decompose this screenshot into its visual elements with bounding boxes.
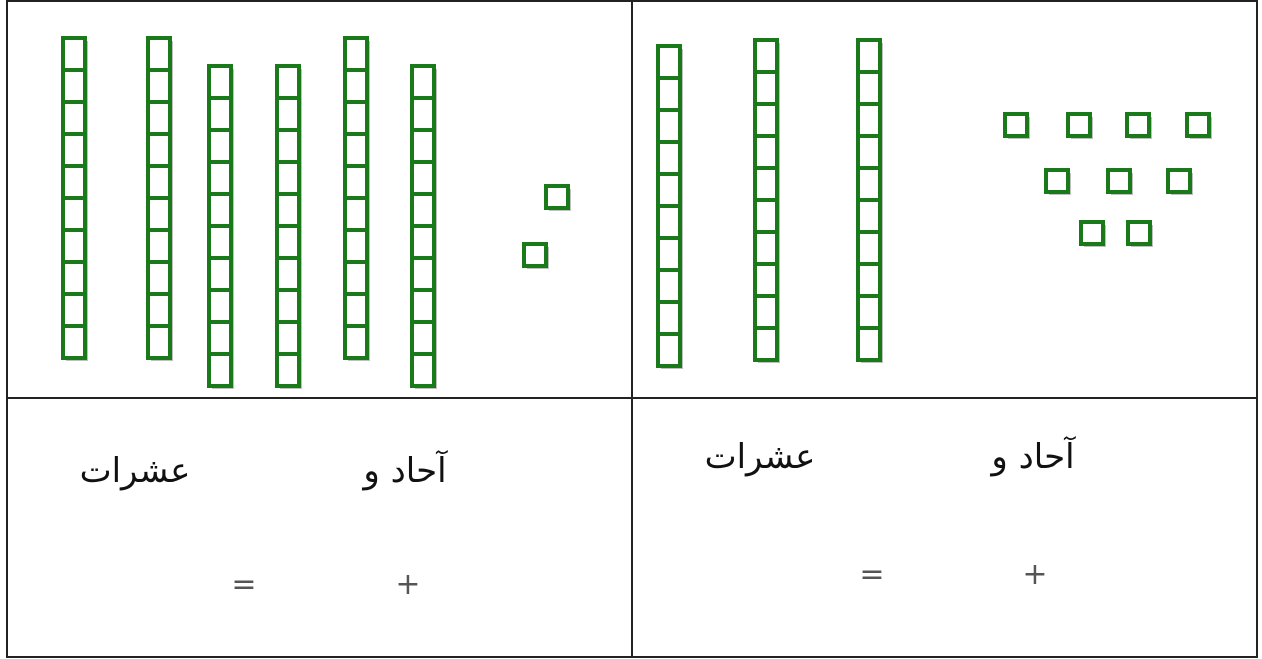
right-tens-label: عشرات: [705, 437, 816, 477]
left-tens-rod: [63, 38, 88, 361]
right-ones-unit: [1081, 222, 1106, 247]
left-tens-rod: [412, 66, 437, 389]
left-tens-rod: [277, 66, 302, 389]
right-ones-unit: [1108, 170, 1133, 195]
left-tens-rod: [345, 38, 370, 361]
left-ones-unit: [546, 186, 571, 211]
right-ones-unit: [1128, 222, 1153, 247]
right-ones-label: آحاد و: [989, 436, 1076, 477]
right-ones-unit: [1068, 114, 1093, 139]
table-grid: [7, 1, 1257, 657]
left-tens-rod: [148, 38, 173, 361]
left-panel-labels: عشرات آحاد و = +: [80, 450, 449, 602]
right-panel-labels: عشرات آحاد و = +: [705, 436, 1077, 592]
right-ones-unit: [1168, 170, 1193, 195]
right-tens-rod: [755, 40, 780, 363]
left-ones-unit: [524, 244, 549, 269]
right-tens-rod: [858, 40, 883, 363]
right-ones-unit: [1005, 114, 1030, 139]
right-equals-sign: =: [859, 557, 884, 592]
left-tens-rod: [209, 66, 234, 389]
right-ones-unit: [1187, 114, 1212, 139]
right-ones-unit: [1046, 170, 1071, 195]
right-tens-rod: [658, 46, 683, 369]
left-panel-blocks: [63, 38, 571, 389]
right-plus-sign: +: [1022, 557, 1047, 592]
right-panel-blocks: [658, 40, 1212, 369]
right-ones-unit: [1127, 114, 1152, 139]
left-ones-label: آحاد و: [361, 450, 448, 491]
left-tens-label: عشرات: [80, 451, 191, 491]
left-plus-sign: +: [395, 567, 420, 602]
left-equals-sign: =: [231, 567, 256, 602]
